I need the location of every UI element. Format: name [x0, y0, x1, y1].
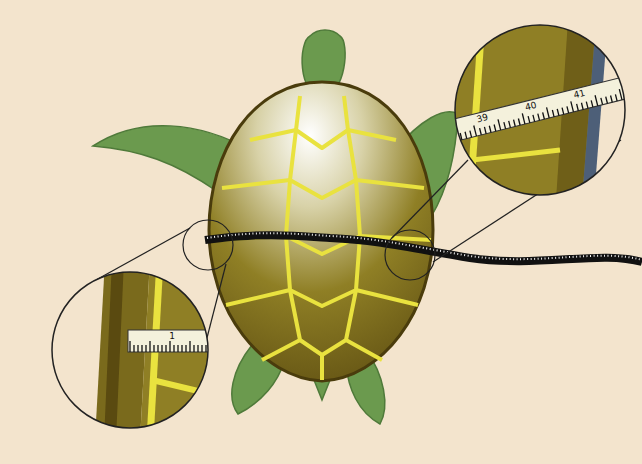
carapace	[209, 82, 433, 381]
scale-number: 40	[524, 100, 538, 112]
scale-number: 41	[573, 88, 587, 100]
left-magnifier	[40, 260, 238, 440]
tape-ticks	[207, 233, 642, 260]
right-magnifier	[430, 20, 642, 200]
scale-number: 1	[169, 331, 175, 341]
scale-number: 39	[476, 112, 490, 124]
